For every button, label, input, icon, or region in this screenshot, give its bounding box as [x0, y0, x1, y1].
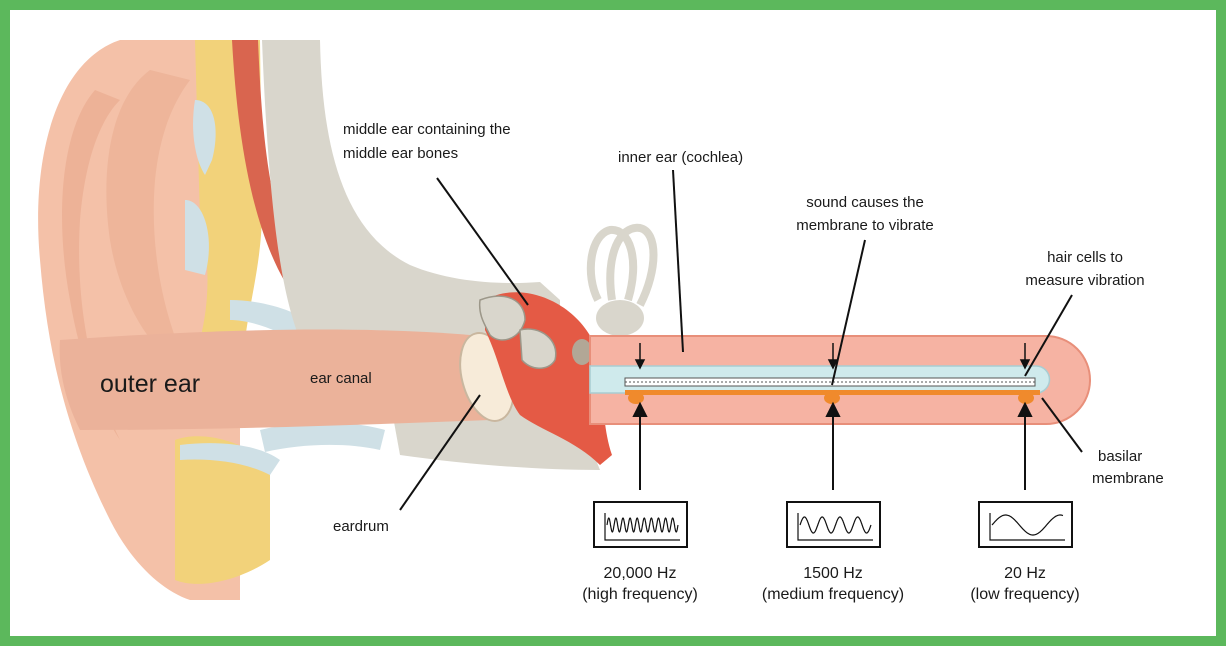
outer-ear-label: outer ear — [100, 370, 200, 398]
basilar-label-line1: basilar — [1098, 448, 1142, 465]
sound-label-line1: sound causes the — [806, 194, 924, 211]
freq-high-range: (high frequency) — [582, 586, 698, 603]
semicircular-canals — [591, 228, 654, 336]
outer-ear-illustration — [38, 40, 612, 600]
freq-high-hz: 20,000 Hz — [604, 565, 677, 582]
freq-medium-hz: 1500 Hz — [803, 565, 863, 582]
hair-cells-label-line1: hair cells to — [1047, 249, 1123, 266]
middle-ear-label-line1: middle ear containing the — [343, 121, 511, 138]
sound-label-line2: membrane to vibrate — [796, 217, 934, 234]
freq-medium-range: (medium frequency) — [762, 586, 904, 603]
oscillogram-high-icon — [594, 502, 687, 547]
basilar-label-line2: membrane — [1092, 470, 1164, 487]
hair-cells-label-line2: measure vibration — [1025, 272, 1144, 289]
inner-ear-pointer — [673, 170, 683, 352]
freq-low-hz: 20 Hz — [1004, 565, 1046, 582]
middle-ear-label-line2: middle ear bones — [343, 145, 458, 162]
freq-low-range: (low frequency) — [970, 586, 1079, 603]
ear-canal-label: ear canal — [310, 370, 372, 387]
inner-ear-label: inner ear (cochlea) — [618, 149, 743, 166]
eardrum-label: eardrum — [333, 518, 389, 535]
oscillogram-medium-icon — [787, 502, 880, 547]
oscillogram-low-icon — [979, 502, 1072, 547]
